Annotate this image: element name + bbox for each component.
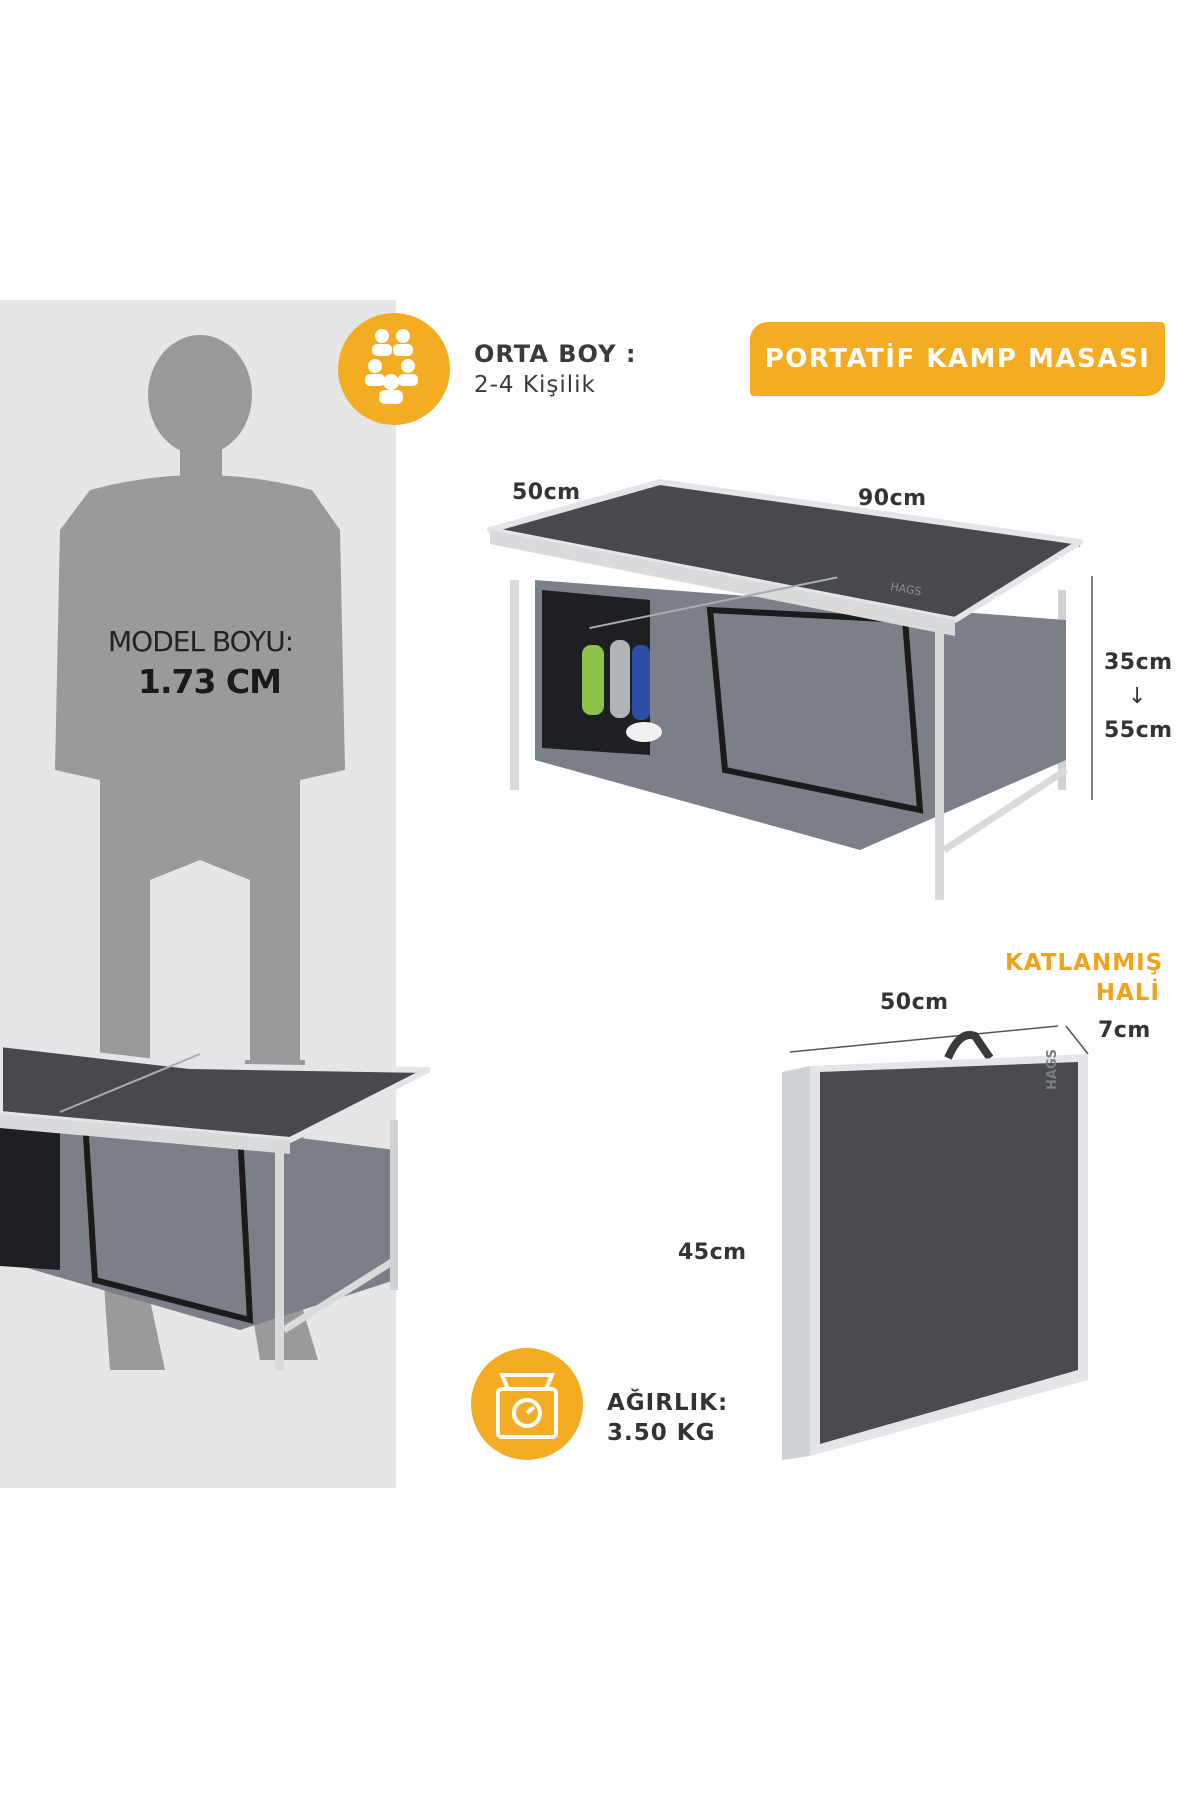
height-range-arrow-icon: ↓ [1128,684,1147,709]
open-width-label: 90cm [858,486,927,511]
people-group-icon [338,313,450,425]
model-height-label: MODEL BOYU: [108,625,294,658]
folded-thickness-label: 7cm [1098,1018,1151,1043]
weight-title: AĞIRLIK: [607,1390,729,1416]
open-table-brand: HAGS [889,580,922,598]
open-height-min-label: 35cm [1104,650,1173,675]
open-table-image: HAGS [487,479,1093,900]
open-table-side-image [0,1041,430,1370]
folded-title-line2: HALİ [1095,980,1160,1006]
open-height-max-label: 55cm [1104,718,1173,743]
folded-table-brand: HAGS [1045,1049,1060,1090]
capacity-subtitle: 2-4 Kişilik [474,372,596,398]
scale-icon [471,1348,583,1460]
product-title-badge: PORTATİF KAMP MASASI [750,322,1165,396]
folded-title-line1: KATLANMIŞ [1005,950,1164,976]
folded-title: KATLANMIŞ HALİ [1005,948,1164,1008]
capacity-title: ORTA BOY : [474,340,637,368]
folded-width-label: 50cm [880,990,949,1015]
model-height-value: 1.73 CM [138,662,282,701]
folded-height-label: 45cm [678,1240,747,1265]
folded-table-image: HAGS [782,1025,1089,1460]
open-depth-label: 50cm [512,480,581,505]
weight-value: 3.50 KG [607,1420,716,1446]
